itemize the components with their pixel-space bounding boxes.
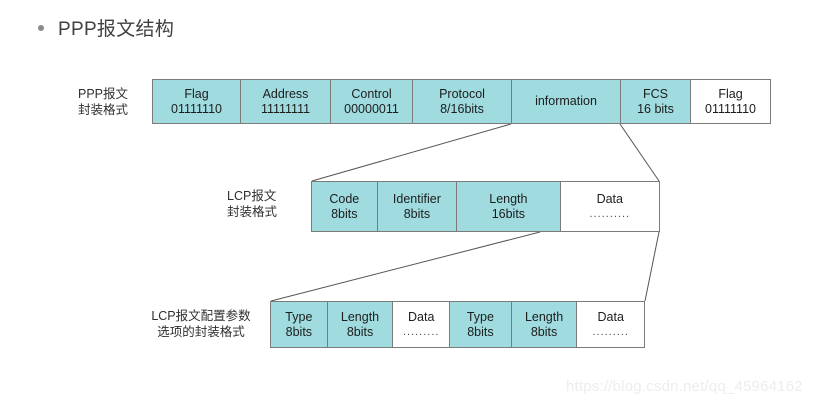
cell-line1: Address <box>262 86 309 101</box>
watermark-text: https://blog.csdn.net/qq_45964162 <box>566 378 803 395</box>
cell-line1: Identifier <box>392 191 441 206</box>
lcp-frame-label-line1: LCP报文 <box>227 189 277 203</box>
lcp-cell-data: Data .......... <box>560 182 659 231</box>
connector-data-left <box>270 231 541 302</box>
lcp-option-cell-type-1: Type 8bits <box>271 302 328 347</box>
lcp-option-cell-length-2: Length 8bits <box>511 302 578 347</box>
cell-line2: 11111111 <box>260 101 311 116</box>
cell-line1: Flag <box>718 86 743 101</box>
lcp-option-cell-data-1: Data ......... <box>393 302 451 347</box>
cell-line1: Type <box>285 309 313 324</box>
connector-data-right <box>644 231 660 302</box>
lcp-option-cell-data-2: Data ......... <box>577 302 645 347</box>
ppp-frame-label-line2: 封装格式 <box>78 103 129 117</box>
lcp-option-cell-length-1: Length 8bits <box>327 302 394 347</box>
cell-line2: 16 bits <box>637 101 674 116</box>
cell-line2: 8bits <box>403 206 431 221</box>
ppp-cell-address: Address 11111111 <box>241 80 331 123</box>
page-title: PPP报文结构 <box>38 14 174 41</box>
lcp-cell-code: Code 8bits <box>312 182 378 231</box>
cell-line2: ......... <box>402 325 440 338</box>
lcp-option-cell-type-2: Type 8bits <box>450 302 512 347</box>
ppp-cell-fcs: FCS 16 bits <box>621 80 691 123</box>
cell-line2: .......... <box>589 207 631 220</box>
cell-line2: 8bits <box>331 206 358 221</box>
cell-line2: 00000011 <box>344 101 399 116</box>
cell-line2: 8bits <box>467 324 494 339</box>
cell-line1: Control <box>351 86 392 101</box>
page-title-text: PPP报文结构 <box>58 19 175 40</box>
lcp-option-frame-label-line1: LCP报文配置参数 <box>151 309 251 323</box>
cell-line1: Length <box>340 309 380 324</box>
cell-line2: ......... <box>592 325 629 338</box>
cell-line1: Code <box>329 191 360 206</box>
ppp-cell-flag-end: Flag 01111110 <box>691 80 770 123</box>
cell-line2: 16bits <box>491 206 526 221</box>
cell-line1: Flag <box>184 86 209 101</box>
ppp-frame-label: PPP报文 封装格式 <box>78 86 128 118</box>
cell-line2: 01111110 <box>171 101 222 116</box>
ppp-cell-flag-start: Flag 01111110 <box>153 80 241 123</box>
lcp-option-frame-diagram: Type 8bits Length 8bits Data ......... T… <box>270 301 645 348</box>
cell-line1: information <box>535 94 597 108</box>
cell-line1: Data <box>597 309 624 324</box>
cell-line1: Data <box>408 309 435 324</box>
lcp-option-frame-label: LCP报文配置参数 选项的封装格式 <box>135 308 267 340</box>
cell-line1: Length <box>489 191 528 206</box>
cell-line2: 01111110 <box>705 101 756 116</box>
ppp-frame-label-line1: PPP报文 <box>78 87 129 101</box>
cell-line1: Length <box>524 309 564 324</box>
cell-line1: FCS <box>643 86 668 101</box>
lcp-frame-diagram: Code 8bits Identifier 8bits Length 16bit… <box>311 181 660 232</box>
cell-line1: Protocol <box>439 86 485 101</box>
connector-info-left <box>311 123 512 182</box>
lcp-cell-length: Length 16bits <box>457 182 561 231</box>
cell-line2: 8/16bits <box>440 101 484 116</box>
cell-line2: 8bits <box>530 324 558 339</box>
cell-line1: Data <box>596 191 623 206</box>
lcp-frame-label: LCP报文 封装格式 <box>227 188 277 220</box>
ppp-cell-information: information <box>512 80 621 123</box>
cell-line2: 8bits <box>285 324 313 339</box>
lcp-cell-identifier: Identifier 8bits <box>377 182 458 231</box>
ppp-cell-control: Control 00000011 <box>331 80 413 123</box>
lcp-frame-label-line2: 封装格式 <box>227 205 278 219</box>
lcp-option-frame-label-line2: 选项的封装格式 <box>157 325 245 339</box>
ppp-cell-protocol: Protocol 8/16bits <box>413 80 512 123</box>
cell-line2: 8bits <box>346 324 374 339</box>
cell-line1: Type <box>466 309 494 324</box>
connector-info-right <box>619 123 660 182</box>
bullet-dot-icon <box>38 24 44 31</box>
ppp-frame-diagram: Flag 01111110 Address 11111111 Control 0… <box>152 79 771 124</box>
